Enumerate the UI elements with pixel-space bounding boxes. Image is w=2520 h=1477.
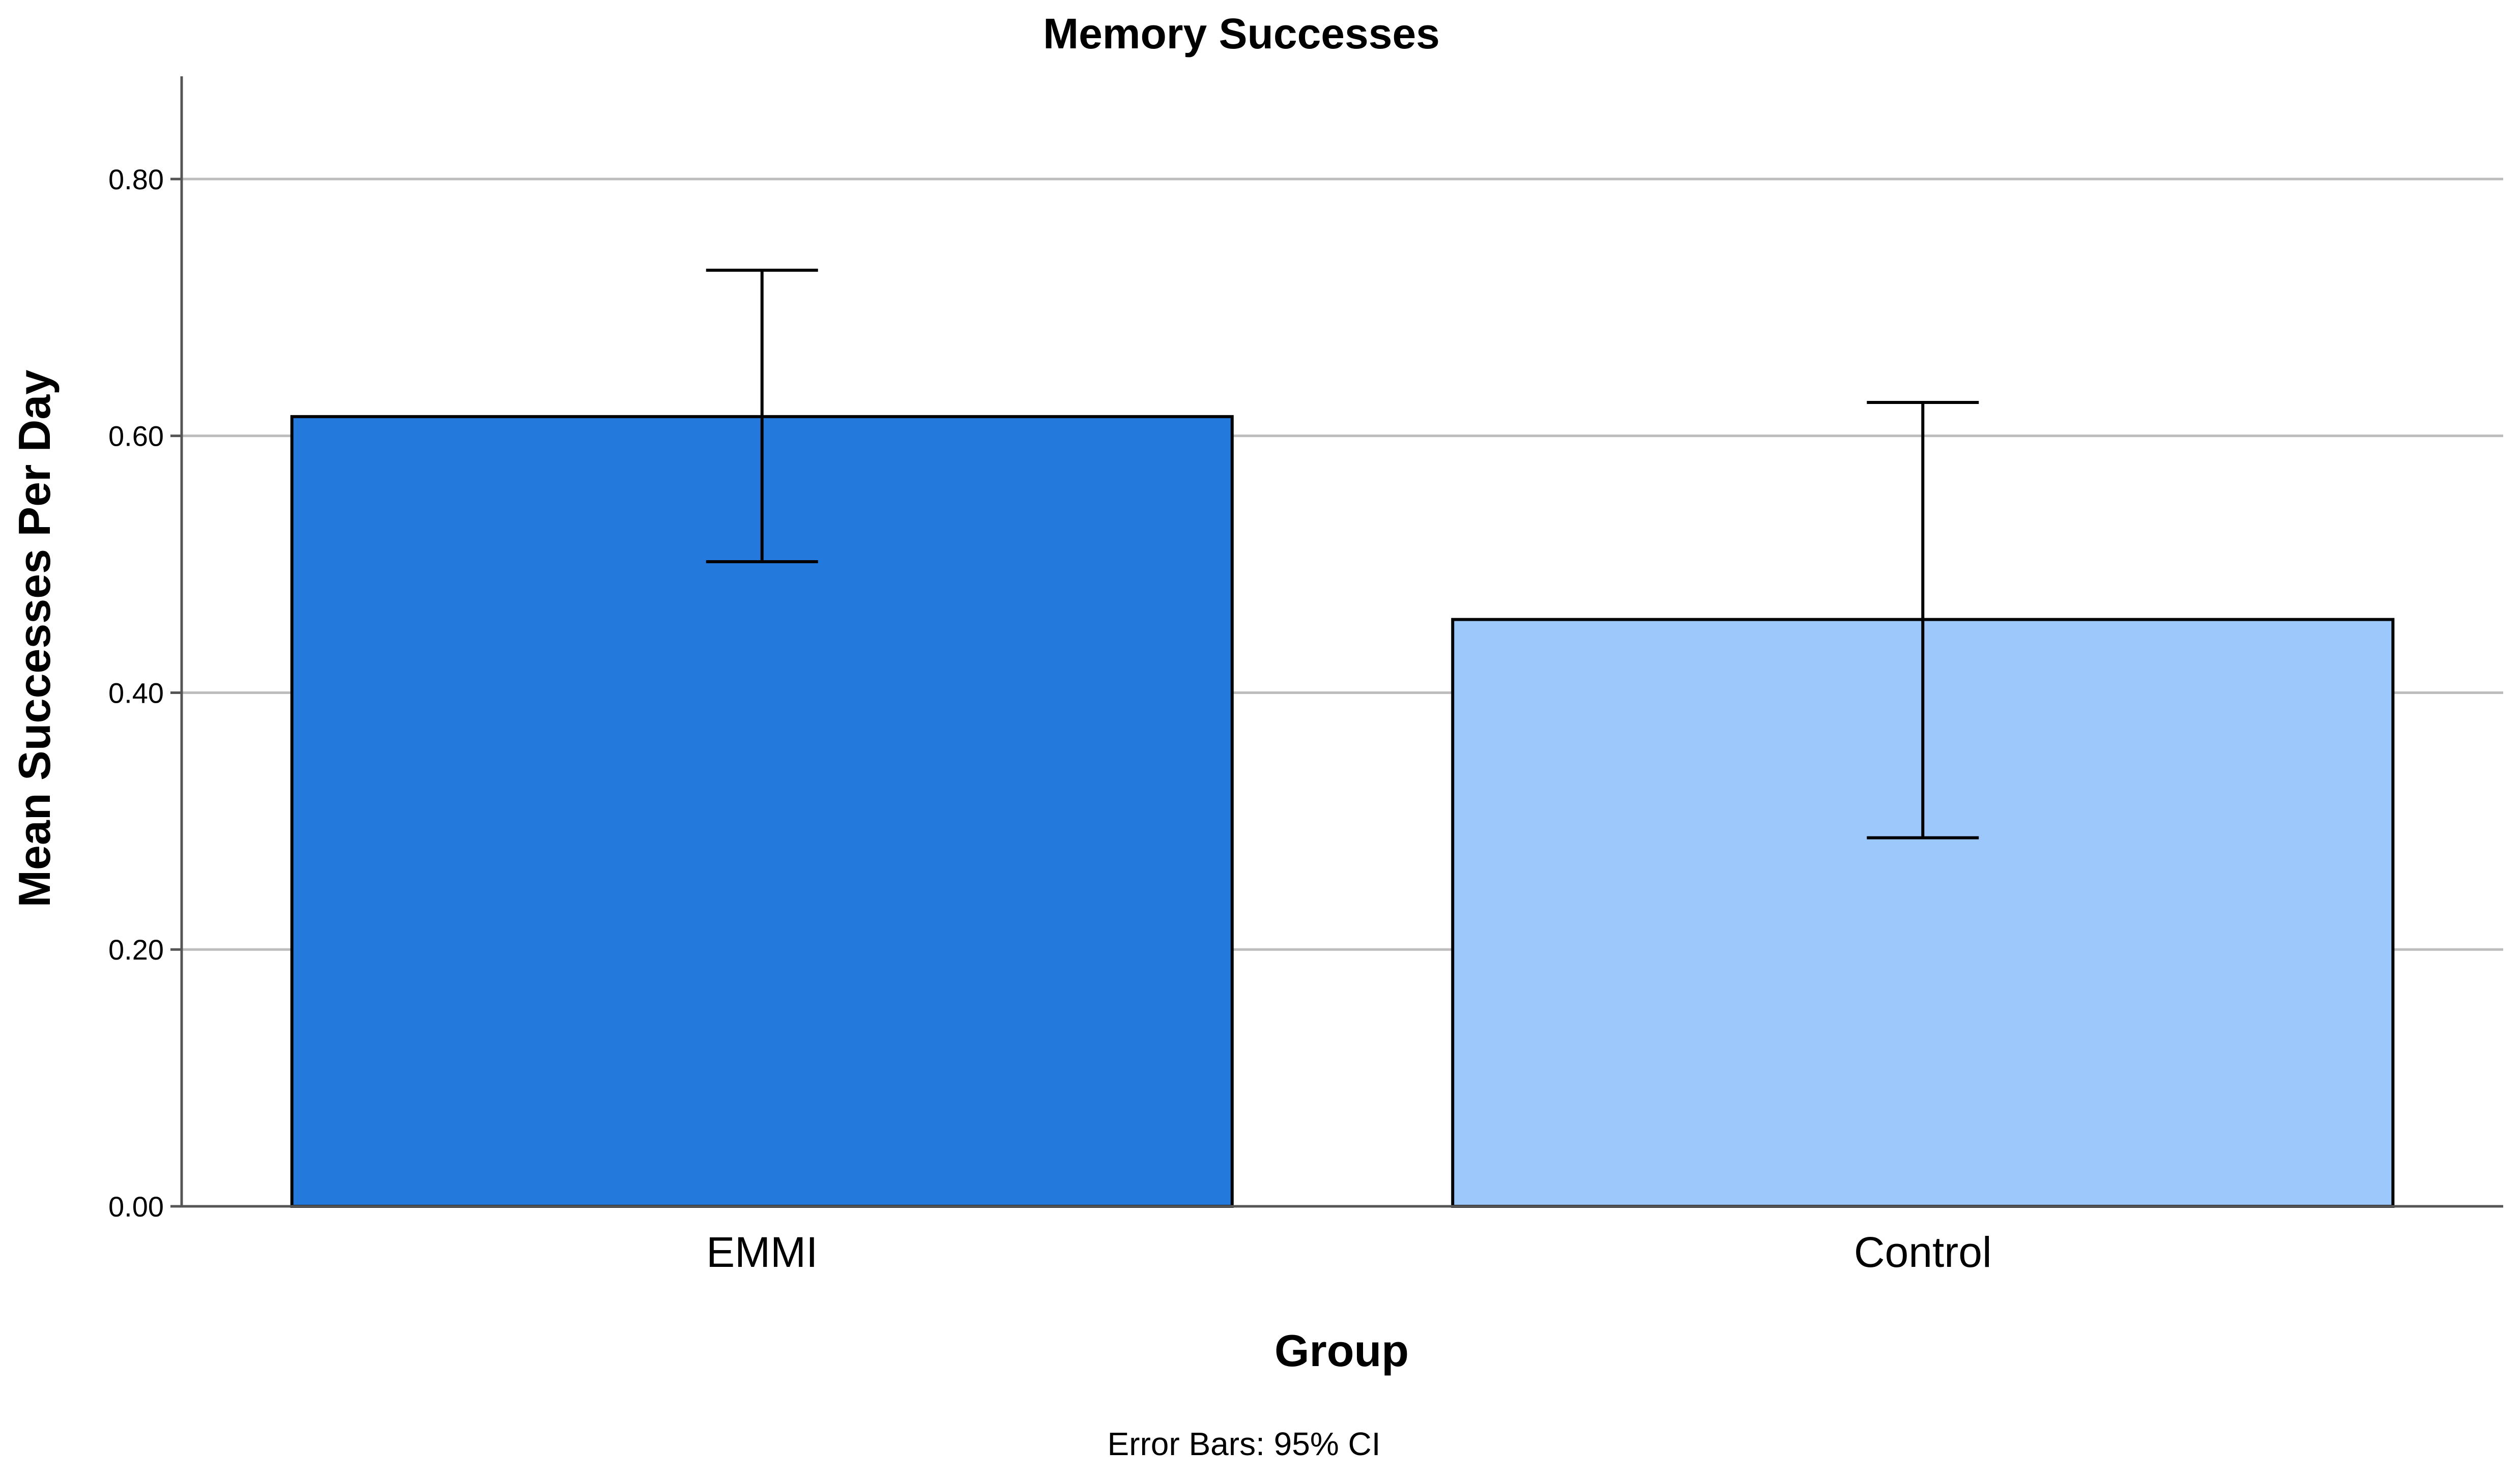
y-tick-labels: 0.00 0.20 0.40 0.60 0.80 — [108, 163, 164, 1223]
x-category-labels: EMMI Control — [706, 1228, 1992, 1276]
y-tick-label: 0.60 — [108, 420, 164, 452]
y-tick-label: 0.20 — [108, 934, 164, 966]
x-category-label: Control — [1854, 1228, 1992, 1276]
y-tick-label: 0.00 — [108, 1191, 164, 1223]
y-axis-title: Mean Successes Per Day — [9, 370, 60, 908]
bars — [290, 415, 2395, 1208]
y-tick-label: 0.40 — [108, 677, 164, 709]
x-category-label: EMMI — [706, 1228, 818, 1276]
chart-title: Memory Successes — [1043, 10, 1440, 57]
y-tick-label: 0.80 — [108, 163, 164, 195]
error-bars — [706, 269, 1979, 839]
error-bars-note: Error Bars: 95% CI — [1107, 1426, 1380, 1462]
x-axis-title: Group — [1275, 1325, 1409, 1376]
axes — [180, 76, 2503, 1208]
